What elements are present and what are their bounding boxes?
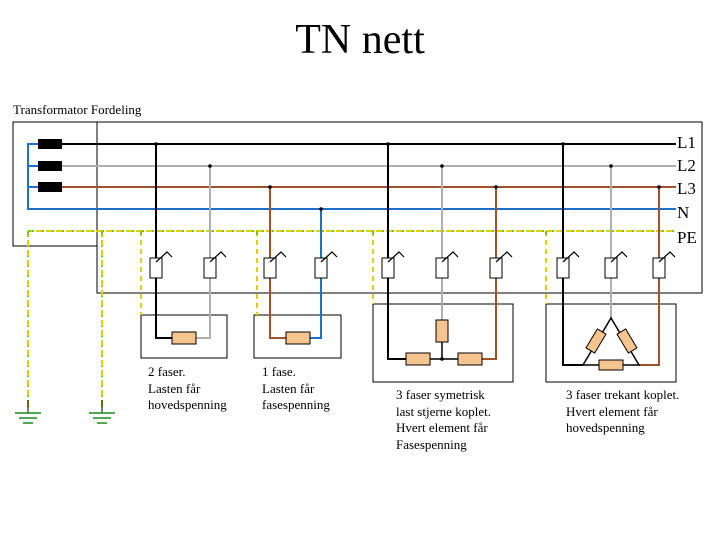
load-box-1-phase [253,314,342,359]
resistor-star-a [405,352,431,366]
page-title: TN nett [295,17,425,63]
rail-label-n: N [677,203,690,222]
fuse-7 [489,257,503,279]
earth-symbol-extra [88,399,116,424]
fuse-9 [604,257,618,279]
switch-lever-6 [441,251,459,263]
resistor-2-phase [171,331,197,345]
fuse-8 [556,257,570,279]
switch-lever-2 [209,251,227,263]
resistor-delta-b [616,328,638,354]
resistor-star-b [435,319,449,343]
circuit-1-phase [269,187,322,339]
bus-n [27,143,676,210]
rail-label-l3: L3 [677,179,696,198]
rail-label-l2: L2 [677,156,696,175]
resistor-delta-c [598,359,624,371]
transformer-winding-l1 [38,139,62,149]
switch-lever-1 [155,251,173,263]
resistor-1-phase [285,331,311,345]
fuse-4 [314,257,328,279]
transformer-label: Transformator Fordeling [13,102,142,117]
transformer-winding-l3 [38,182,62,192]
switch-lever-8 [562,251,580,263]
fuse-6 [435,257,449,279]
rail-label-pe: PE [677,228,697,247]
junction-dots [154,142,661,361]
switch-lever-3 [269,251,287,263]
resistor-delta-a [585,328,607,354]
fuse-switches [149,251,676,279]
load-box-2-phase [140,314,228,359]
load-description-delta: 3 faser trekant koplet.Hvert element får… [566,387,680,435]
circuit-delta [562,144,660,366]
fuse-3 [263,257,277,279]
fuse-5 [381,257,395,279]
switch-lever-5 [387,251,405,263]
distribution-box [96,121,703,294]
switch-lever-10 [658,251,676,263]
earth-symbol-transformer [14,399,42,424]
circuit-2-phase [155,144,211,339]
fuse-1 [149,257,163,279]
switch-lever-9 [610,251,628,263]
rail-label-l1: L1 [677,133,696,152]
switch-lever-7 [495,251,513,263]
transformer-winding-l2 [38,161,62,171]
fuse-10 [652,257,666,279]
resistor-star-c [457,352,483,366]
switch-lever-4 [320,251,338,263]
fuse-2 [203,257,217,279]
